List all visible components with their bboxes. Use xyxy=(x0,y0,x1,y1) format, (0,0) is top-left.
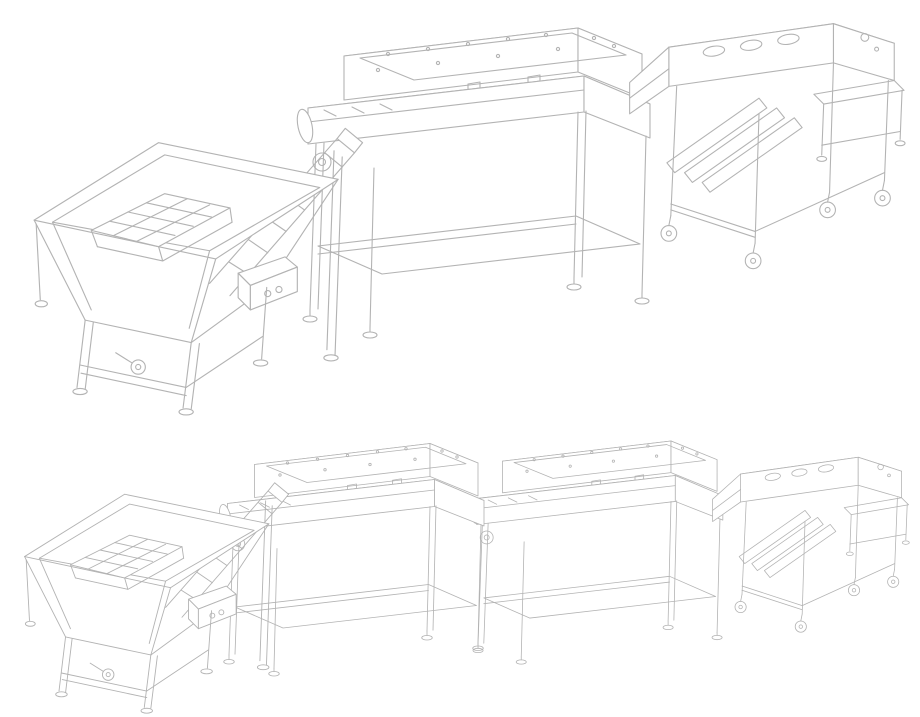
figure-top xyxy=(33,23,906,416)
drawing-scene xyxy=(24,23,910,714)
figure-bottom xyxy=(24,440,910,714)
processing-machine-first xyxy=(217,443,485,677)
processing-machine-second xyxy=(466,440,724,665)
outfeed-sorting-unit xyxy=(629,23,906,270)
tipping-hopper xyxy=(33,127,364,416)
processing-machine xyxy=(294,27,651,339)
outfeed-sorting-unit xyxy=(712,456,910,633)
